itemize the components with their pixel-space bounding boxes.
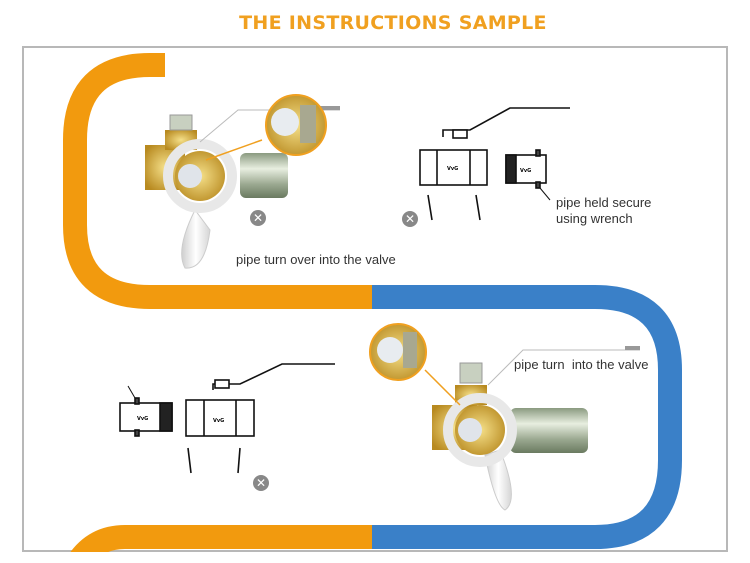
step2-valve-logo: VvG [447,166,458,172]
blue-path [372,285,682,549]
step2-caption: pipe held secure using wrench [556,195,651,227]
diagram-frame [22,46,728,552]
step2-caption-line1: pipe held secure [556,195,652,210]
step3-pipe-logo: VvG [137,416,148,422]
step2-valve-drawing [419,107,570,221]
step1-caption: pipe turn over into the valve [236,252,396,267]
step3-valve-drawing [119,363,335,474]
step2-pipe-logo: VvG [520,168,531,174]
page-title: THE INSTRUCTIONS SAMPLE [239,12,547,34]
step1-wrong-icon: ✕ [250,210,266,226]
step4-caption: pipe turn into the valve [514,357,649,372]
step2-wrong-icon: ✕ [402,211,418,227]
step2-caption-line2: using wrench [556,211,633,226]
orange-path-top [63,53,372,309]
step1-valve-illustration [145,94,340,269]
step3-valve-logo: VvG [213,418,224,424]
step4-valve-illustration [369,323,640,511]
step3-wrong-icon: ✕ [253,475,269,491]
